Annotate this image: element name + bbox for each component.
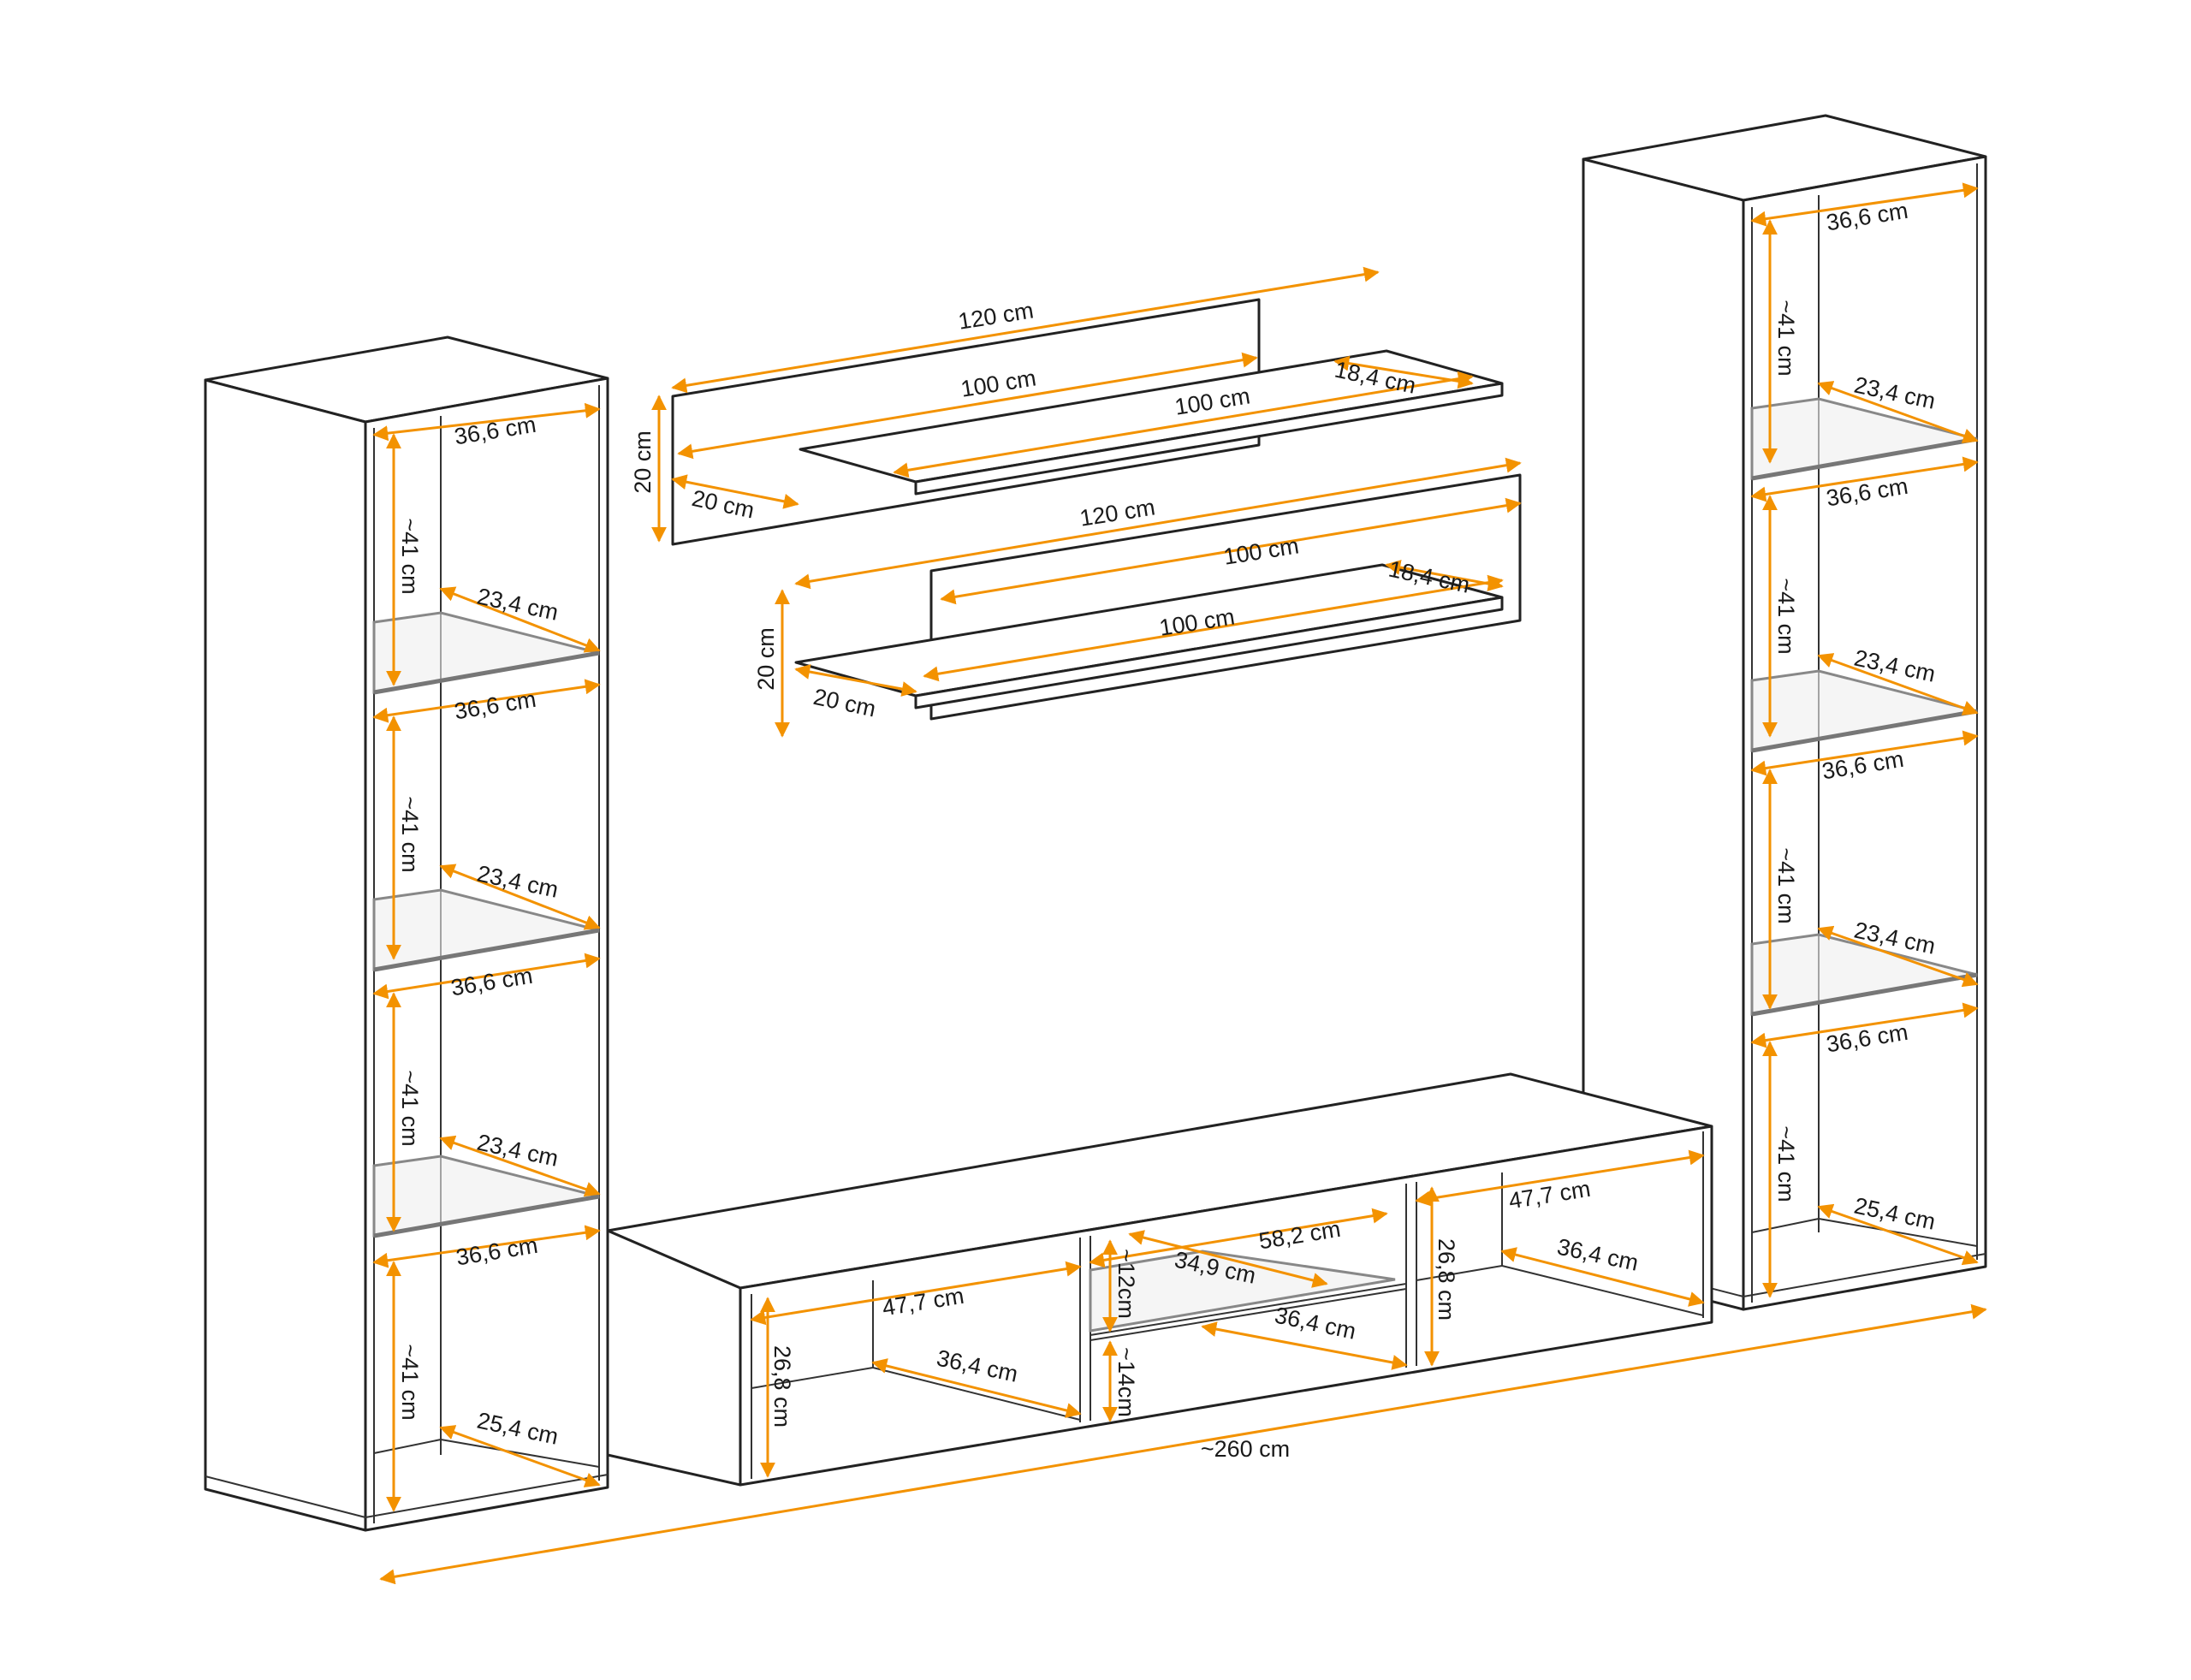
dim-shelf-top-front-arrow	[893, 371, 1474, 478]
dim-tv-center-depth-arrow	[1201, 1321, 1408, 1370]
dim-right-glass-depth-arrow	[1817, 653, 1979, 715]
dim-total-width-label: ~260 cm	[1201, 1436, 1290, 1462]
dim-shelf-top-height-label: 20 cm	[630, 430, 656, 494]
dim-tv-compartment-depth-arrow	[1500, 1247, 1705, 1307]
dim-tv-compartment-depth-arrow	[871, 1358, 1082, 1418]
dim-right-height-label: ~41 cm	[1773, 1125, 1799, 1202]
dim-shelf-top-length-label: 120 cm	[957, 297, 1036, 334]
dim-left-width-arrow	[372, 679, 601, 723]
dim-left-height-label: ~41 cm	[397, 1344, 423, 1420]
dim-tv-lower-height-label: ~14cm	[1113, 1347, 1139, 1417]
dim-right-height-label: ~41 cm	[1773, 847, 1799, 923]
dim-left-width-arrow	[372, 1225, 601, 1268]
dim-left-bottom-depth-arrow	[439, 1425, 601, 1487]
dim-right-width-arrow	[1750, 456, 1979, 502]
dim-right-width-top-arrow	[1750, 182, 1979, 227]
dim-shelf-top-depth-arrow	[1333, 355, 1474, 389]
dim-left-glass-depth-arrow	[439, 864, 601, 930]
dim-tv-glass-depth-arrow	[1128, 1230, 1328, 1288]
dim-shelf-bottom-side-arrow	[794, 664, 917, 697]
dim-left-glass-depth-arrow	[439, 1135, 601, 1197]
dim-right-glass-depth-arrow	[1817, 381, 1979, 443]
dim-tv-compartment-height-label: 26,8 cm	[769, 1345, 795, 1428]
dim-left-height-label: ~41 cm	[397, 518, 423, 594]
dim-left-height-label: ~41 cm	[397, 1070, 423, 1146]
dim-tv-compartment-width-arrow	[1415, 1149, 1705, 1207]
dim-tv-compartment-width-arrow	[750, 1261, 1082, 1326]
dim-shelf-bottom-height-label: 20 cm	[753, 627, 779, 691]
dim-right-width-arrow	[1750, 1002, 1979, 1048]
dim-total-width-arrow	[379, 1303, 1987, 1585]
dim-shelf-top-side-arrow	[671, 474, 799, 509]
dim-right-glass-depth-arrow	[1817, 925, 1979, 988]
dim-tv-upper-height-label: ~12cm	[1113, 1249, 1139, 1319]
dim-left-width-arrow	[372, 953, 601, 1000]
dim-left-height-label: ~41 cm	[397, 796, 423, 872]
dim-left-glass-depth-arrow	[439, 586, 601, 653]
dim-right-height-label: ~41 cm	[1773, 300, 1799, 376]
dim-shelf-bottom-front-arrow	[923, 574, 1504, 682]
dim-tv-compartment-height-label: 26,8 cm	[1434, 1238, 1459, 1321]
dim-right-width-arrow	[1750, 730, 1979, 776]
dim-shelf-bottom-depth-arrow	[1385, 560, 1504, 591]
dim-shelf-bottom-side-label: 20 cm	[811, 684, 878, 722]
wall-shelf-bottom	[794, 473, 1522, 721]
dim-left-width-top-arrow	[372, 402, 601, 442]
dim-right-bottom-depth-arrow	[1817, 1203, 1979, 1266]
dim-right-height-label: ~41 cm	[1773, 578, 1799, 654]
